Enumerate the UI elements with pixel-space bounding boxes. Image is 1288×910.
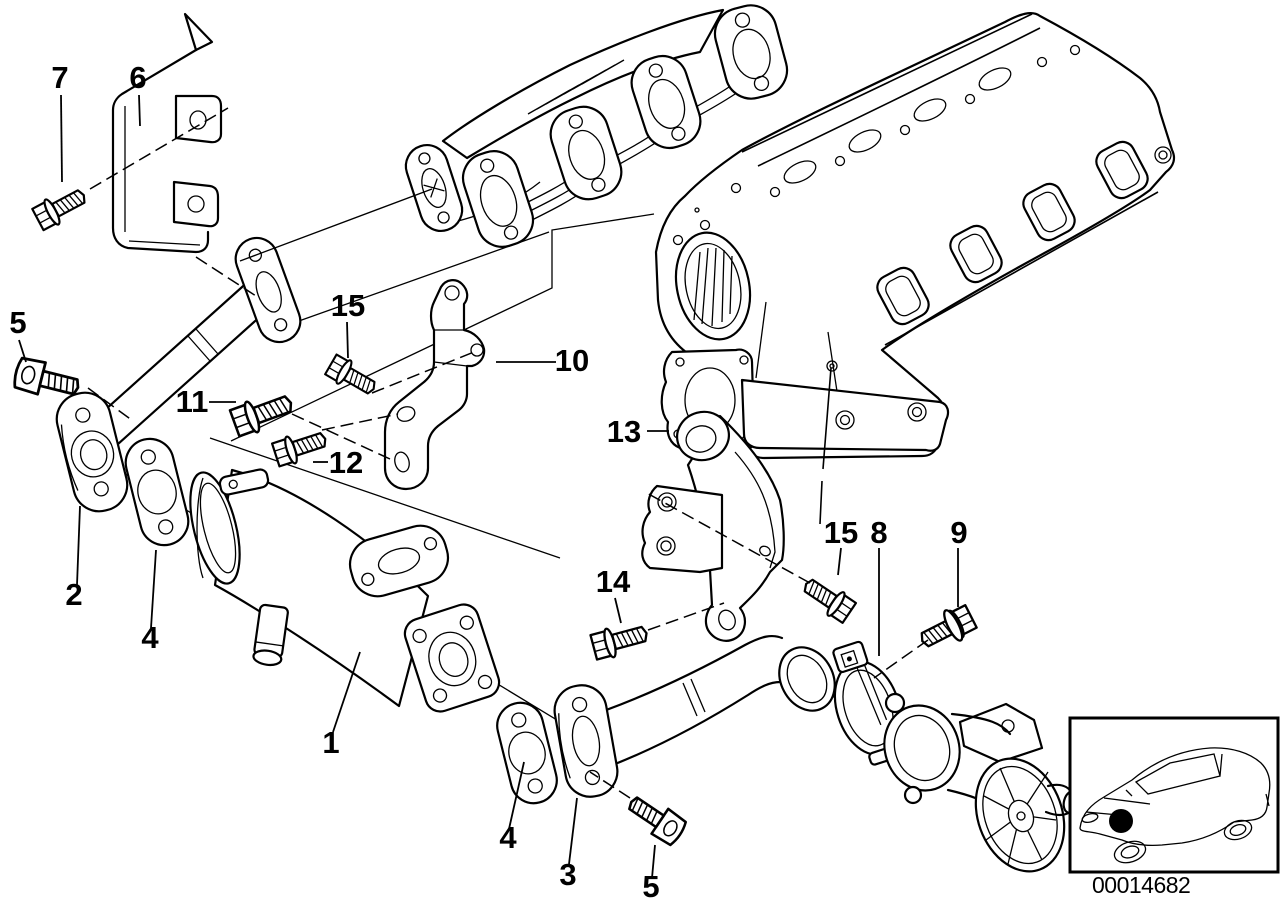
bolt-14 xyxy=(588,617,652,663)
cooler-coolant-stub xyxy=(252,603,289,667)
callout-10[interactable]: 10 xyxy=(555,343,589,378)
callout-12[interactable]: 12 xyxy=(329,445,363,480)
bracket-10-drawing xyxy=(383,279,486,491)
egr-valve-drawing xyxy=(883,692,1080,873)
bracket-6-drawing xyxy=(111,12,223,254)
callout-4a[interactable]: 4 xyxy=(141,620,159,655)
cooler-outlet-flange xyxy=(403,603,501,713)
car-location-inset: 00014682 xyxy=(1068,716,1280,898)
callout-7[interactable]: 7 xyxy=(51,60,68,95)
callout-6[interactable]: 6 xyxy=(129,60,146,95)
callout-14[interactable]: 14 xyxy=(596,564,631,599)
callout-1[interactable]: 1 xyxy=(322,725,339,760)
manifold-egr-flange xyxy=(404,144,464,232)
bolt-15b xyxy=(797,571,859,626)
bolt-5b xyxy=(621,788,690,849)
head-front-opening xyxy=(674,231,752,341)
callout-leader-lines xyxy=(18,94,959,879)
engine-location-dot xyxy=(1109,809,1133,833)
callout-5b[interactable]: 5 xyxy=(642,869,659,904)
callout-2[interactable]: 2 xyxy=(65,577,82,612)
callout-9[interactable]: 9 xyxy=(950,515,967,550)
manifold-flange-2 xyxy=(549,105,623,201)
bolt-11 xyxy=(227,386,298,440)
diagram-id-code: 00014682 xyxy=(1092,872,1190,898)
car-silhouette xyxy=(1079,747,1271,864)
callout-5a[interactable]: 5 xyxy=(9,305,26,340)
callout-8[interactable]: 8 xyxy=(870,515,887,550)
callout-15b[interactable]: 15 xyxy=(824,515,858,550)
clamp-8-drawing xyxy=(832,640,903,766)
intake-ports xyxy=(876,140,1149,326)
gasket-4a-drawing xyxy=(124,437,190,547)
pipe-3-flange xyxy=(553,684,619,798)
manifold-end-flange xyxy=(713,4,789,100)
callout-13[interactable]: 13 xyxy=(607,414,641,449)
callout-3[interactable]: 3 xyxy=(559,857,576,892)
bolt-9 xyxy=(914,602,979,656)
pipe-3-drawing xyxy=(553,634,836,798)
bolt-7 xyxy=(30,181,92,233)
callout-4b[interactable]: 4 xyxy=(499,820,517,855)
bolt-15a xyxy=(323,351,382,402)
bracket-13-drawing xyxy=(641,410,785,642)
cooler-inlet-flange xyxy=(348,524,450,598)
pipe-2-drawing xyxy=(55,236,302,513)
manifold-flange-1 xyxy=(461,150,535,248)
manifold-flange-3 xyxy=(630,55,702,149)
exhaust-manifold-drawing xyxy=(404,4,789,248)
callout-11[interactable]: 11 xyxy=(176,384,209,419)
gasket-4b-drawing xyxy=(496,701,558,805)
assembly-axis-lines xyxy=(87,107,929,799)
callout-15a[interactable]: 15 xyxy=(331,288,365,323)
cylinder-head-drawing xyxy=(654,12,1176,460)
egr-cooler-drawing xyxy=(189,468,501,713)
head-support-foot xyxy=(740,301,950,452)
